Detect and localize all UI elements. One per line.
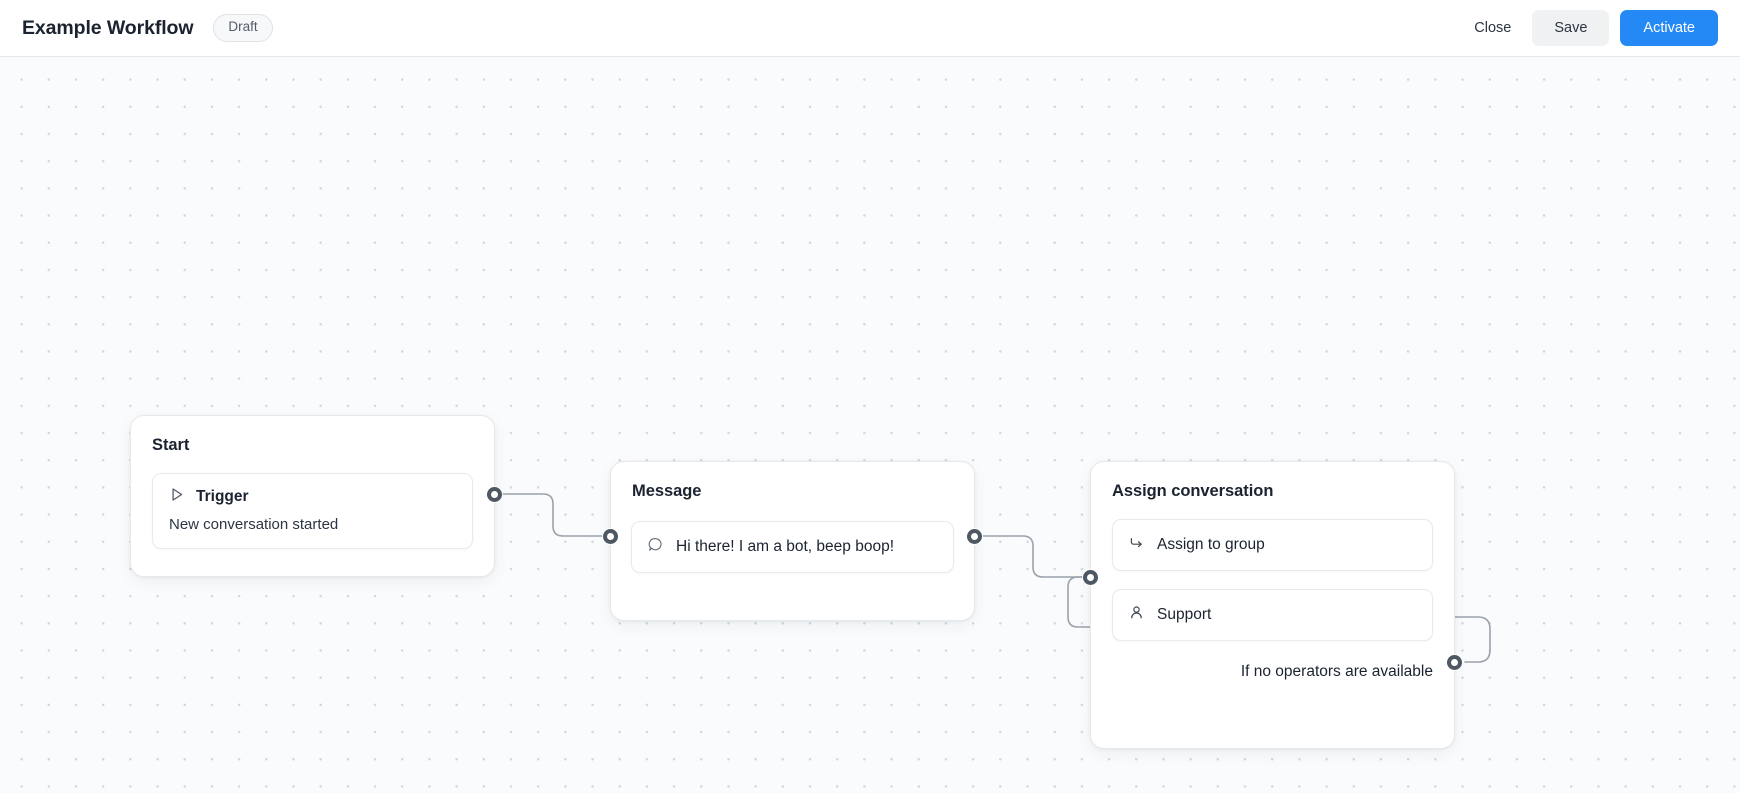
- status-badge: Draft: [213, 14, 273, 42]
- node-message[interactable]: Message Hi there! I am a bot, beep boop!: [610, 461, 975, 621]
- edge-start-to-message: [499, 493, 611, 537]
- node-start[interactable]: Start Trigger New conversation started: [130, 415, 495, 577]
- port-assign-input[interactable]: [1083, 570, 1098, 585]
- forward-arrow-icon: [1128, 534, 1145, 556]
- port-start-output[interactable]: [487, 487, 502, 502]
- person-icon: [1128, 604, 1145, 626]
- trigger-label: Trigger: [196, 487, 249, 505]
- assign-group-value: Support: [1157, 605, 1212, 623]
- header-actions: Close Save Activate: [1464, 9, 1718, 47]
- activate-button[interactable]: Activate: [1620, 9, 1718, 47]
- workflow-canvas[interactable]: Start Trigger New conversation started M…: [0, 57, 1740, 793]
- trigger-item[interactable]: Trigger New conversation started: [152, 473, 473, 549]
- node-message-title: Message: [632, 482, 702, 500]
- node-assign-conversation[interactable]: Assign conversation Assign to group: [1090, 461, 1455, 749]
- trigger-subtitle: New conversation started: [169, 516, 339, 533]
- message-bubble[interactable]: Hi there! I am a bot, beep boop!: [631, 521, 954, 573]
- page-title: Example Workflow: [22, 16, 194, 39]
- assign-group-value-row[interactable]: Support: [1112, 589, 1433, 641]
- edge-message-to-assign: [979, 535, 1091, 578]
- port-message-output[interactable]: [967, 529, 982, 544]
- edge-fallback-out: [1454, 616, 1491, 663]
- fallback-label: If no operators are available: [1240, 663, 1433, 680]
- node-start-title: Start: [152, 436, 190, 454]
- fallback-row: If no operators are available: [1091, 663, 1454, 682]
- play-icon: [168, 486, 185, 508]
- chat-bubble-icon: [647, 536, 664, 558]
- assign-to-group-label: Assign to group: [1157, 535, 1265, 553]
- save-button[interactable]: Save: [1532, 9, 1610, 47]
- trigger-item-row: Trigger: [168, 486, 457, 508]
- app-header: Example Workflow Draft Close Save Activa…: [0, 0, 1740, 57]
- assign-to-group-row[interactable]: Assign to group: [1112, 519, 1433, 571]
- message-text: Hi there! I am a bot, beep boop!: [676, 537, 894, 555]
- close-button[interactable]: Close: [1464, 11, 1521, 46]
- port-message-input[interactable]: [603, 529, 618, 544]
- node-assign-title: Assign conversation: [1112, 482, 1274, 500]
- edge-assign-loopback: [1067, 576, 1091, 628]
- port-assign-fallback-output[interactable]: [1447, 655, 1462, 670]
